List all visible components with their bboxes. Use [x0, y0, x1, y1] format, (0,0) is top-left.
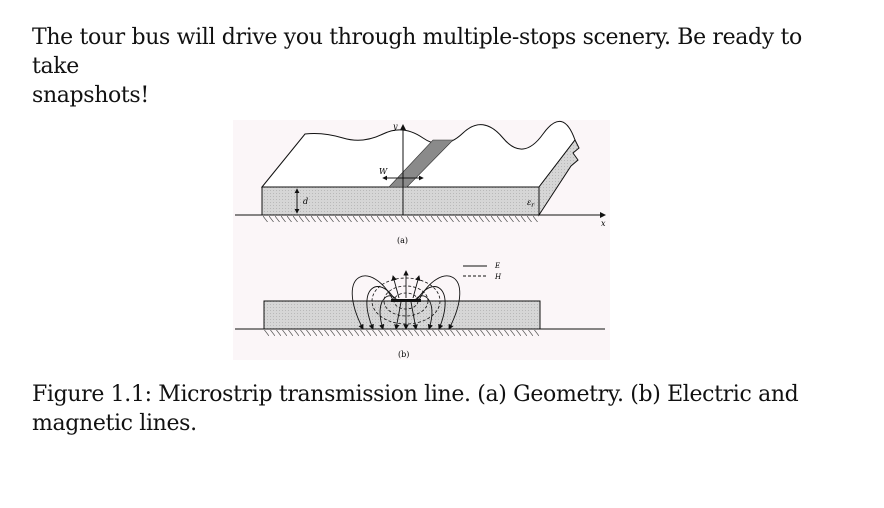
caption-line-2: magnetic lines.	[32, 411, 197, 436]
substrate-side	[538, 139, 580, 217]
x-axis-label: x	[601, 219, 606, 228]
panel-b-label: (b)	[398, 350, 409, 359]
microstrip-figure: y x W d εr (a) E H	[233, 120, 610, 360]
substrate-top	[260, 121, 576, 188]
figure-caption: Figure 1.1: Microstrip transmission line…	[32, 380, 832, 438]
substrate-cross-section	[263, 300, 541, 330]
thickness-label: d	[303, 197, 308, 206]
ground-plane-b	[263, 330, 539, 336]
permittivity-label: εr	[527, 198, 535, 209]
panel-a-geometry: y x W d εr (a)	[235, 121, 606, 245]
intro-line-1: The tour bus will drive you through mult…	[32, 25, 802, 79]
legend-h-label: H	[494, 273, 502, 281]
intro-paragraph: The tour bus will drive you through mult…	[32, 23, 832, 110]
caption-line-1: Figure 1.1: Microstrip transmission line…	[32, 382, 799, 407]
ground-plane-a	[263, 216, 539, 222]
panel-a-label: (a)	[397, 236, 408, 245]
y-axis-label: y	[392, 122, 398, 131]
magnetic-field-lines	[371, 277, 441, 325]
panel-b-fields: E H	[235, 262, 605, 359]
intro-line-2: snapshots!	[32, 83, 149, 108]
strip-cross-section	[391, 299, 421, 302]
legend-e-label: E	[494, 262, 500, 270]
width-label: W	[379, 167, 388, 176]
conducting-strip	[388, 139, 454, 188]
